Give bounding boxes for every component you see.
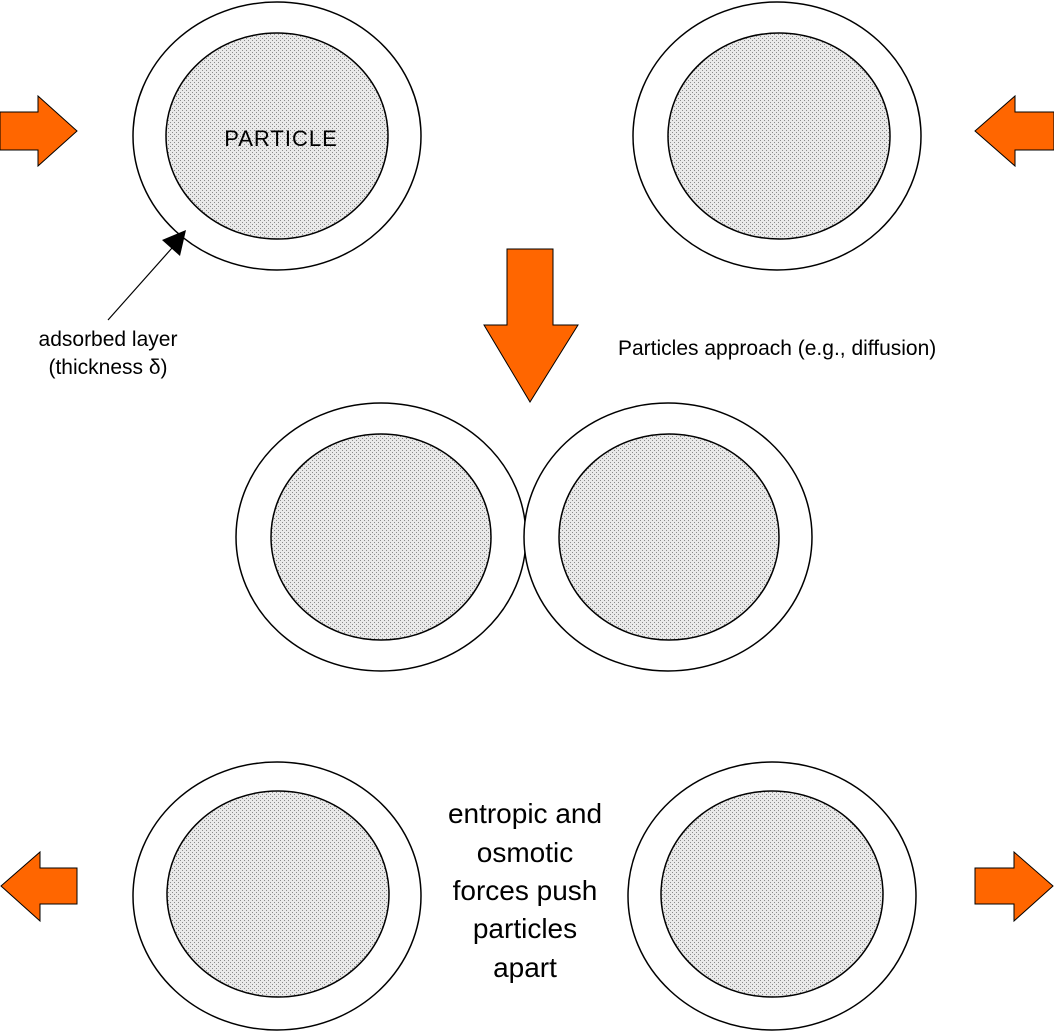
- adsorbed-layer-thickness-label: (thickness δ): [48, 356, 167, 379]
- particle-core: [270, 433, 492, 641]
- arrow-down-approach: [483, 248, 579, 403]
- particle-top-right: [632, 1, 922, 271]
- forces-label-line4: particles: [473, 913, 577, 944]
- forces-label-line2: osmotic: [477, 837, 573, 868]
- particle-core: [166, 790, 390, 998]
- forces-label-line1: entropic and: [448, 798, 602, 829]
- particle-bottom-right: [627, 761, 917, 1031]
- particle-top-left: [132, 1, 422, 271]
- forces-label: entropic and osmotic forces push particl…: [448, 798, 602, 983]
- particle-core: [660, 790, 884, 998]
- particle-label: PARTICLE: [224, 126, 338, 151]
- particle-bottom-left: [132, 761, 422, 1031]
- approach-label: Particles approach (e.g., diffusion): [618, 337, 936, 360]
- particle-middle-right: [523, 402, 813, 672]
- arrow-right-bottom-right: [974, 850, 1054, 923]
- particle-middle-left: [235, 402, 527, 672]
- arrow-left-top-right: [974, 94, 1054, 168]
- particle-core: [165, 32, 389, 240]
- arrow-right-top-left: [0, 94, 78, 168]
- adsorbed-layer-label: adsorbed layer: [39, 328, 178, 351]
- forces-label-line3: forces push: [453, 875, 598, 906]
- particle-core: [667, 32, 891, 240]
- forces-label-line5: apart: [493, 952, 557, 983]
- adsorbed-layer-pointer-line: [107, 247, 173, 321]
- adsorbed-layer-pointer-arrowhead: [162, 230, 186, 256]
- particle-core: [558, 433, 780, 641]
- arrow-left-bottom-left: [0, 850, 78, 923]
